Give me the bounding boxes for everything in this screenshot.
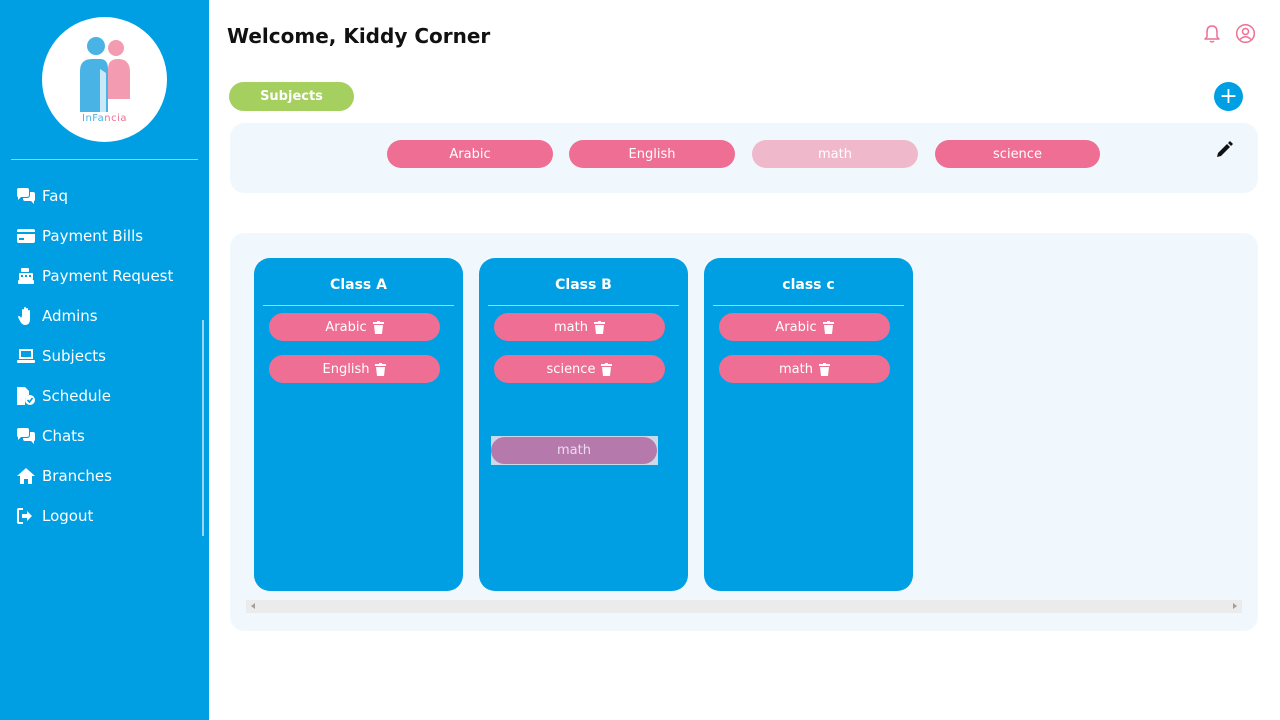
sidebar-item-subjects[interactable]: Subjects (16, 342, 106, 370)
sidebar-item-logout[interactable]: Logout (16, 502, 93, 530)
edit-pencil-icon[interactable] (1216, 140, 1234, 158)
sidebar-item-payment-bills[interactable]: Payment Bills (16, 222, 143, 250)
class-card-b[interactable]: Class B math science (479, 258, 688, 591)
dragging-subject-chip[interactable]: math (491, 437, 657, 464)
class-subject-chip[interactable]: English (269, 355, 440, 383)
sidebar-divider (11, 159, 198, 160)
subject-chip-arabic[interactable]: Arabic (387, 140, 553, 168)
sidebar-item-faq[interactable]: Faq (16, 182, 68, 210)
logo-figures-icon (80, 37, 130, 112)
class-card-c[interactable]: class c Arabic math (704, 258, 913, 591)
subject-chip-science[interactable]: science (935, 140, 1100, 168)
user-profile-icon[interactable] (1235, 23, 1256, 44)
class-divider (263, 305, 454, 306)
subjects-pool-panel (230, 123, 1258, 193)
subjects-tab[interactable]: Subjects (229, 82, 354, 111)
class-subject-label: math (779, 361, 813, 377)
logout-icon (16, 507, 36, 525)
sidebar-item-label: Faq (42, 187, 68, 205)
sidebar-item-label: Schedule (42, 387, 111, 405)
sidebar-item-label: Payment Bills (42, 227, 144, 245)
class-title: Class A (330, 277, 387, 293)
class-title: Class B (555, 277, 612, 293)
chat-bubbles-icon (16, 187, 36, 205)
credit-card-icon (16, 227, 36, 245)
class-title: class c (782, 277, 835, 293)
class-subject-label: math (554, 319, 588, 335)
trash-icon[interactable] (818, 362, 830, 376)
sidebar-item-label: Admins (42, 307, 98, 325)
sidebar-scrollbar[interactable] (202, 320, 204, 536)
file-check-icon (16, 387, 36, 405)
sidebar-item-admins[interactable]: Admins (16, 302, 98, 330)
sidebar-item-branches[interactable]: Branches (16, 462, 112, 490)
home-icon (16, 467, 36, 485)
sidebar: InFancia Faq Payment Bills Payment Reque… (0, 0, 209, 720)
logo-wordmark: InFancia (82, 113, 127, 124)
trash-icon[interactable] (593, 320, 605, 334)
sidebar-item-label: Subjects (42, 347, 106, 365)
scroll-left-arrow-icon[interactable] (251, 603, 255, 609)
subject-chip-math[interactable]: math (752, 140, 918, 168)
sidebar-item-label: Logout (42, 507, 94, 525)
cash-register-icon (16, 267, 36, 285)
class-subject-chip[interactable]: science (494, 355, 665, 383)
class-subject-label: Arabic (775, 319, 817, 335)
sidebar-item-schedule[interactable]: Schedule (16, 382, 111, 410)
class-divider (713, 305, 904, 306)
sidebar-item-chats[interactable]: Chats (16, 422, 85, 450)
laptop-icon (16, 347, 36, 365)
sidebar-item-label: Payment Request (42, 267, 174, 285)
trash-icon[interactable] (372, 320, 384, 334)
class-subject-chip[interactable]: Arabic (269, 313, 440, 341)
subject-chip-english[interactable]: English (569, 140, 735, 168)
class-subject-label: Arabic (325, 319, 367, 335)
sidebar-item-label: Chats (42, 427, 85, 445)
classes-horizontal-scrollbar[interactable] (246, 600, 1242, 613)
chat-bubbles-icon (16, 427, 36, 445)
sidebar-item-label: Branches (42, 467, 112, 485)
sidebar-item-payment-request[interactable]: Payment Request (16, 262, 173, 290)
scroll-right-arrow-icon[interactable] (1233, 603, 1237, 609)
bell-icon[interactable] (1202, 24, 1222, 44)
app-logo[interactable]: InFancia (42, 17, 167, 142)
trash-icon[interactable] (375, 362, 387, 376)
class-subject-chip[interactable]: math (719, 355, 890, 383)
trash-icon[interactable] (822, 320, 834, 334)
class-subject-chip[interactable]: math (494, 313, 665, 341)
hand-icon (16, 307, 36, 325)
trash-icon[interactable] (601, 362, 613, 376)
class-subject-label: English (322, 361, 370, 377)
add-subject-button[interactable]: + (1214, 82, 1243, 111)
class-card-a[interactable]: Class A Arabic English (254, 258, 463, 591)
page-title: Welcome, Kiddy Corner (227, 24, 491, 48)
class-subject-label: science (546, 361, 596, 377)
class-divider (488, 305, 679, 306)
class-subject-chip[interactable]: Arabic (719, 313, 890, 341)
